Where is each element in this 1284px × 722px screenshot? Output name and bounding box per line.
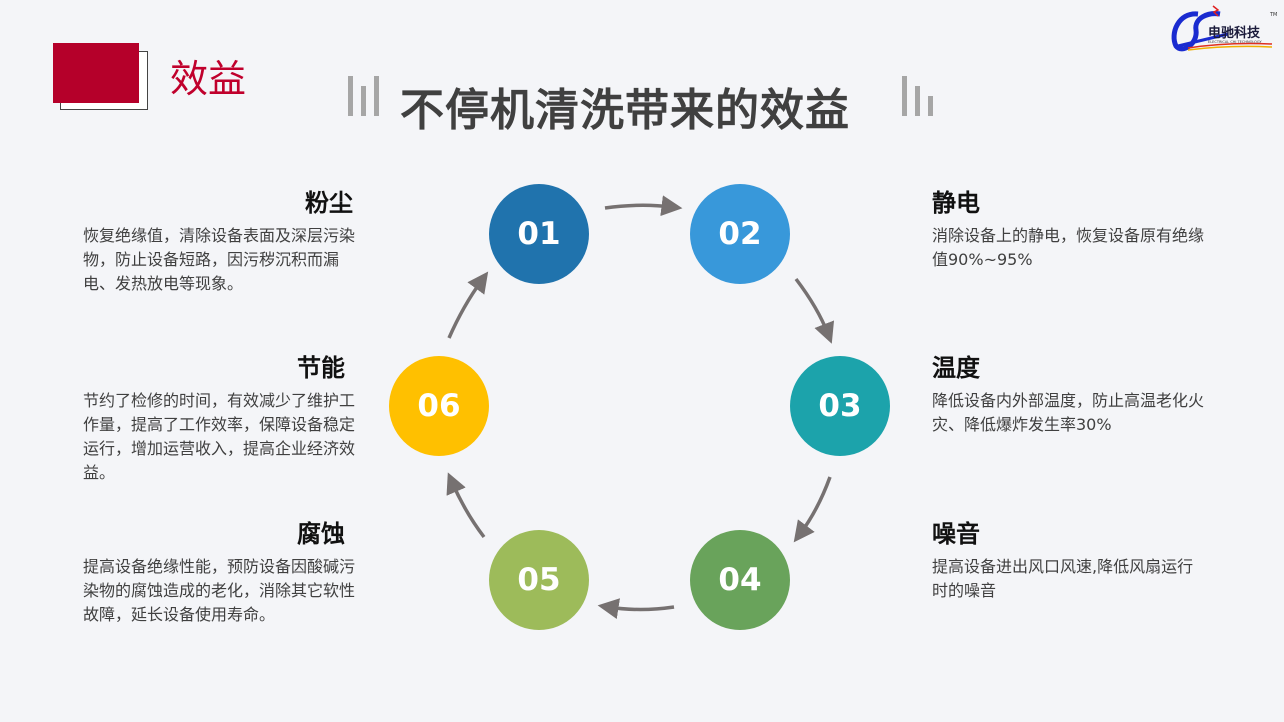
title-bars-left	[348, 76, 379, 116]
arrow-06-01	[447, 271, 489, 339]
benefit-noise: 噪音 提高设备进出风口风速,降低风扇运行时的噪音	[932, 514, 1204, 603]
logo-tm: TM	[1269, 12, 1277, 18]
step-number: 06	[417, 388, 461, 424]
step-circle-06: 06	[389, 356, 489, 456]
arrow-03-04	[793, 476, 832, 543]
step-circle-04: 04	[690, 530, 790, 630]
step-circle-01: 01	[489, 184, 589, 284]
benefit-static: 静电 消除设备上的静电，恢复设备原有绝缘值90%~95%	[932, 183, 1204, 272]
section-label: 效益	[170, 57, 247, 101]
benefit-temperature: 温度 降低设备内外部温度，防止高温老化火灾、降低爆炸发生率30%	[932, 348, 1204, 437]
step-circle-02: 02	[690, 184, 790, 284]
benefit-title: 噪音	[932, 520, 980, 548]
title-bars-right	[902, 76, 933, 116]
step-number: 05	[517, 562, 561, 598]
step-number: 01	[517, 216, 561, 252]
benefit-corrosion: 腐蚀 提高设备绝缘性能，预防设备因酸碱污染物的腐蚀造成的老化，消除其它软性故障，…	[83, 514, 355, 627]
arrow-01-02	[604, 195, 683, 217]
benefit-text: 消除设备上的静电，恢复设备原有绝缘值90%~95%	[932, 226, 1205, 269]
step-circle-05: 05	[489, 530, 589, 630]
arrow-05-06	[446, 472, 486, 539]
benefit-dust: 粉尘 恢复绝缘值，清除设备表面及深层污染物，防止设备短路，因污秽沉积而漏电、发热…	[83, 183, 363, 296]
step-number: 02	[718, 216, 762, 252]
page-title: 不停机清洗带来的效益	[400, 85, 850, 136]
benefit-title: 温度	[932, 354, 980, 382]
benefit-text: 提高设备进出风口风速,降低风扇运行时的噪音	[932, 557, 1194, 600]
arrow-02-03	[794, 277, 835, 344]
logo-subtext: ELECTRICAL CHI TECHNOLOGY	[1208, 40, 1262, 44]
benefit-title: 腐蚀	[297, 520, 345, 548]
benefit-title: 粉尘	[305, 189, 353, 217]
benefit-title: 静电	[932, 189, 980, 217]
benefit-text: 降低设备内外部温度，防止高温老化火灾、降低爆炸发生率30%	[932, 391, 1205, 434]
benefit-text: 节约了检修的时间，有效减少了维护工作量，提高了工作效率，保障设备稳定运行，增加运…	[83, 391, 356, 482]
company-logo: 电驰科技 TM ELECTRICAL CHI TECHNOLOGY	[1168, 4, 1280, 54]
benefit-energy: 节能 节约了检修的时间，有效减少了维护工作量，提高了工作效率，保障设备稳定运行，…	[83, 348, 355, 485]
step-circle-03: 03	[790, 356, 890, 456]
benefit-text: 提高设备绝缘性能，预防设备因酸碱污染物的腐蚀造成的老化，消除其它软性故障，延长设…	[83, 557, 356, 624]
section-tag	[53, 43, 139, 103]
arrow-04-05	[597, 598, 675, 619]
benefit-title: 节能	[297, 354, 345, 382]
benefit-text: 恢复绝缘值，清除设备表面及深层污染物，防止设备短路，因污秽沉积而漏电、发热放电等…	[83, 226, 356, 293]
step-number: 03	[818, 388, 862, 424]
logo-text: 电驰科技	[1208, 25, 1261, 41]
step-number: 04	[718, 562, 762, 598]
